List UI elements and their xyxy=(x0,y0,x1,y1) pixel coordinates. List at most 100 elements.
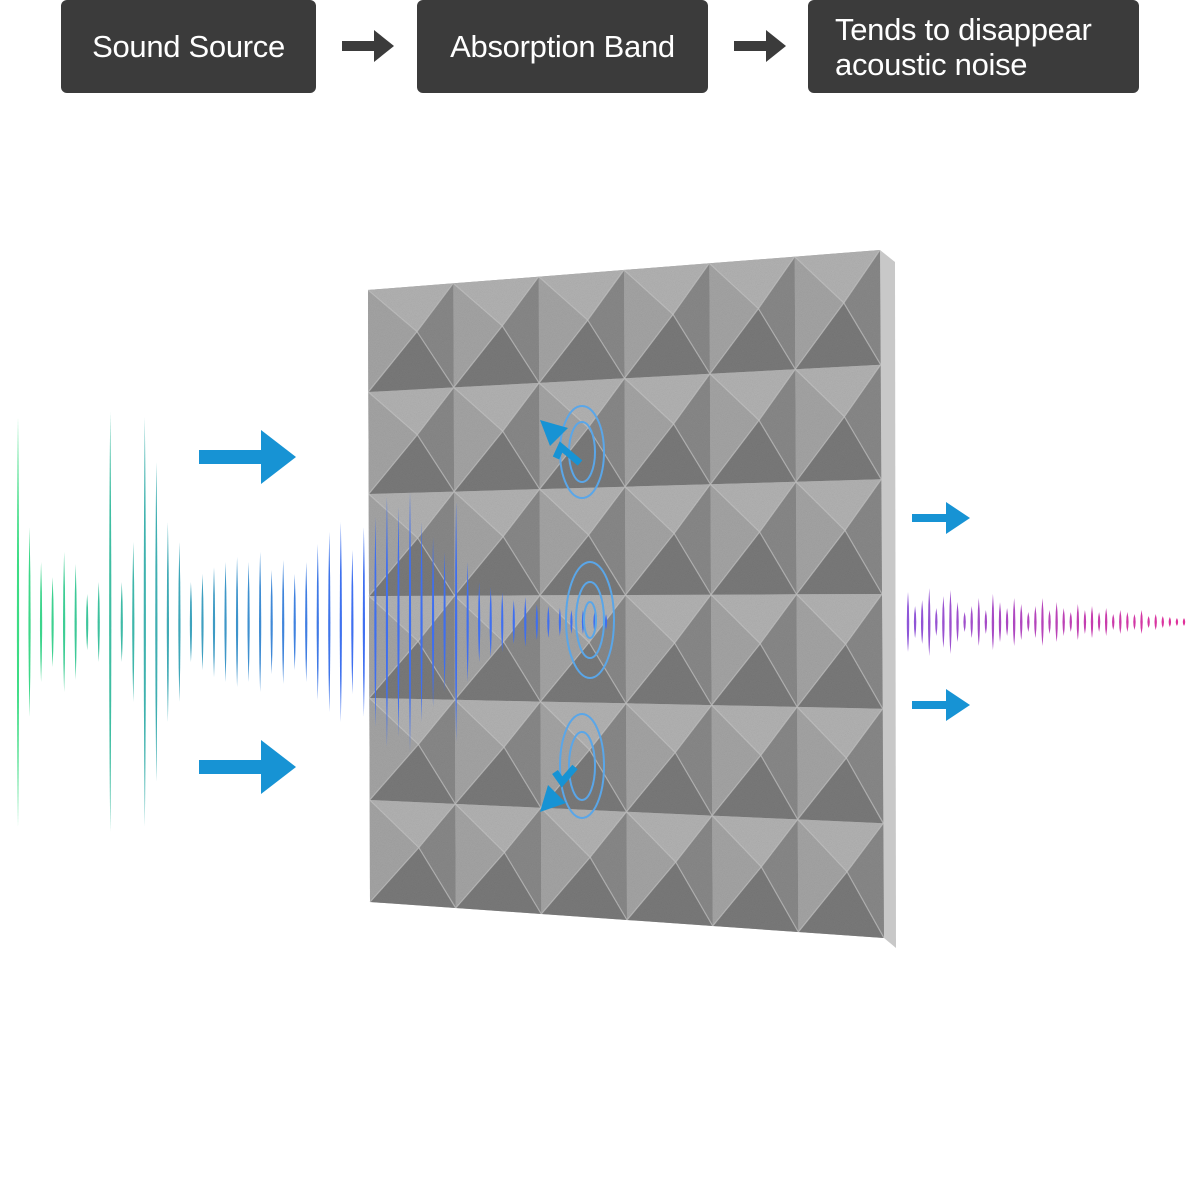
foam-pyramid-cell xyxy=(711,704,799,820)
foam-pyramid-cell xyxy=(709,481,798,596)
wave-spike xyxy=(443,552,446,692)
wave-spike xyxy=(998,602,1002,642)
foam-pyramid-cell xyxy=(539,486,627,596)
wave-spike xyxy=(604,614,608,630)
foam-pyramid-cell xyxy=(540,807,628,921)
right-arrow-icon xyxy=(342,30,394,62)
wave-spike xyxy=(1034,606,1037,638)
wave-spike xyxy=(316,544,319,700)
wave-spike xyxy=(155,462,158,782)
wave-spike xyxy=(1055,602,1058,642)
wave-spike xyxy=(1069,612,1072,632)
wave-spike xyxy=(420,522,423,722)
wave-spike xyxy=(906,592,910,652)
flow-step-noise-reduced: Tends to disappear acoustic noise xyxy=(808,0,1139,93)
wave-spike xyxy=(1041,598,1044,646)
foam-pyramid-cell xyxy=(368,491,456,597)
foam-pyramid-cell xyxy=(454,803,542,915)
wave-spike xyxy=(524,597,527,647)
wave-spike xyxy=(362,527,365,717)
foam-pyramid-cell xyxy=(623,262,711,379)
wave-spike xyxy=(1175,618,1179,626)
wave-spike xyxy=(235,557,239,687)
wave-spike xyxy=(913,606,917,638)
wave-spike xyxy=(374,517,377,727)
foam-pyramid-cell xyxy=(452,276,540,388)
foam-pyramid-cell xyxy=(367,282,455,393)
wave-spike xyxy=(478,582,481,662)
foam-pyramid-cell xyxy=(626,811,714,927)
wave-spike xyxy=(178,542,181,702)
wave-spike xyxy=(991,594,995,650)
wave-spike xyxy=(1012,598,1016,646)
foam-pyramid-cell xyxy=(708,256,796,375)
wave-spike xyxy=(1126,612,1129,632)
wave-spike xyxy=(963,612,966,632)
wave-spike xyxy=(431,537,435,707)
concentric-rings-icon xyxy=(559,713,605,819)
wave-spike xyxy=(1182,618,1186,626)
wave-spike xyxy=(455,502,458,742)
wave-spike xyxy=(501,592,504,652)
wave-spike xyxy=(63,552,66,692)
wave-spike xyxy=(949,590,952,654)
outgoing-direction-arrows xyxy=(912,502,970,721)
foam-pyramid-cell xyxy=(368,595,456,701)
wave-spike xyxy=(547,606,550,638)
wave-spike xyxy=(1161,616,1164,628)
foam-pyramid-cell xyxy=(711,815,799,933)
wave-spike xyxy=(51,577,54,667)
wave-spike xyxy=(28,527,31,717)
right-arrow-icon xyxy=(912,689,970,721)
foam-pyramid-cell xyxy=(794,249,882,370)
foam-pyramid-cell xyxy=(796,593,884,709)
wave-spike xyxy=(39,562,43,682)
wave-spike xyxy=(570,610,573,634)
right-arrow-icon xyxy=(199,430,296,484)
wave-spike xyxy=(282,560,285,684)
wave-spike xyxy=(1076,604,1080,640)
wave-spike xyxy=(189,582,193,662)
foam-pyramid-cell xyxy=(794,364,882,483)
wave-spike xyxy=(1090,606,1094,638)
wave-spike xyxy=(224,562,227,682)
flow-step-absorption-band: Absorption Band xyxy=(417,0,708,93)
wave-spike xyxy=(1104,608,1108,636)
wave-spike xyxy=(293,574,296,670)
wave-spike xyxy=(351,550,354,694)
foam-pyramid-cell xyxy=(453,488,541,597)
flow-step-label: Tends to disappear xyxy=(835,11,1092,47)
right-arrow-icon xyxy=(734,30,786,62)
wave-spike xyxy=(259,552,262,692)
wave-spike xyxy=(970,606,973,638)
wave-spike xyxy=(166,522,169,722)
wave-spike xyxy=(270,570,273,674)
wave-spike xyxy=(1119,610,1122,634)
wave-spike xyxy=(1140,610,1143,634)
foam-pyramid-cell xyxy=(624,373,711,488)
incoming-sound-wave xyxy=(16,412,608,832)
wave-spike xyxy=(956,602,959,642)
foam-pyramid-cell xyxy=(625,702,713,816)
wave-spike xyxy=(1133,614,1136,630)
foam-panel xyxy=(367,249,896,948)
right-arrow-icon xyxy=(912,502,970,534)
flow-step-label-line2: acoustic noise xyxy=(835,46,1028,82)
wave-spike xyxy=(942,596,945,648)
wave-spike xyxy=(143,417,146,827)
foam-pyramid-cell xyxy=(368,697,456,805)
wave-spike xyxy=(1097,612,1101,632)
wave-spike xyxy=(928,588,931,656)
wave-spike xyxy=(397,507,400,737)
wave-spike xyxy=(984,610,988,634)
wave-spike xyxy=(328,532,331,712)
foam-pyramid-cell xyxy=(709,368,797,485)
pyramid-grid xyxy=(367,249,885,939)
wave-spike xyxy=(1020,604,1023,640)
wave-spike xyxy=(558,608,561,636)
wave-spike xyxy=(339,522,342,722)
wave-spike xyxy=(935,608,938,636)
wave-spike xyxy=(86,594,89,650)
wave-spike xyxy=(1147,616,1150,628)
foam-pyramid-cell xyxy=(710,593,798,708)
